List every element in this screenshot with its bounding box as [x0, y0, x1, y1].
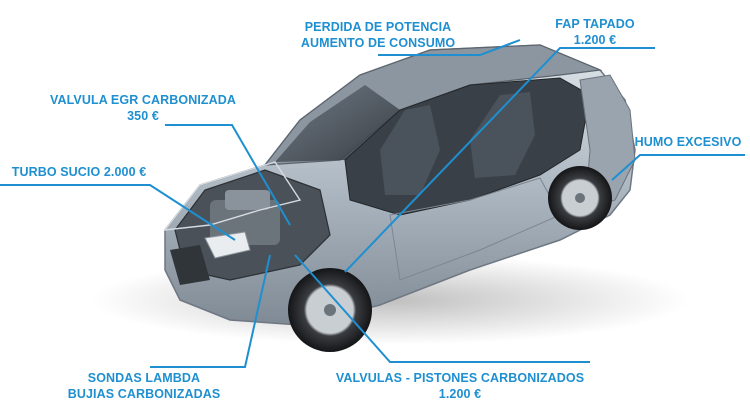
callout-egr: VALVULA EGR CARBONIZADA 350 € — [38, 92, 248, 124]
callout-egr-line2: 350 € — [127, 109, 159, 123]
callout-fap-line1: FAP TAPADO — [555, 17, 635, 31]
callout-humo-line1: HUMO EXCESIVO — [634, 135, 742, 149]
engine-block — [210, 200, 280, 245]
rear-wheel-hub — [575, 193, 585, 203]
leader-fap — [344, 47, 655, 273]
leader-sondas — [150, 254, 271, 368]
callout-valvulas: VALVULAS - PISTONES CARBONIZADOS 1.200 € — [310, 370, 610, 402]
engine-cover — [225, 190, 270, 210]
front-wheel-hub — [324, 304, 336, 316]
rear-seat — [470, 92, 535, 178]
callout-valvulas-line1: VALVULAS - PISTONES CARBONIZADOS — [335, 371, 585, 385]
callout-turbo-line1: TURBO SUCIO 2.000 € — [11, 165, 147, 179]
leader-valvulas — [294, 254, 590, 363]
front-seat — [380, 105, 440, 195]
leader-egr — [165, 124, 291, 226]
callout-sondas: SONDAS LAMBDA BUJIAS CARBONIZADAS — [38, 370, 250, 402]
callout-turbo: TURBO SUCIO 2.000 € — [0, 164, 158, 180]
callout-sondas-line1: SONDAS LAMBDA — [87, 371, 201, 385]
leader-potencia — [378, 39, 521, 56]
windshield — [275, 85, 400, 162]
headlight — [204, 231, 251, 259]
callout-potencia-line1: PERDIDA DE POTENCIA — [304, 20, 452, 34]
callout-potencia-line2: AUMENTO DE CONSUMO — [300, 36, 456, 50]
callout-fap-line2: 1.200 € — [573, 33, 617, 47]
callout-humo: HUMO EXCESIVO — [628, 134, 748, 150]
callout-potencia: PERDIDA DE POTENCIA AUMENTO DE CONSUMO — [258, 19, 498, 51]
callout-egr-line1: VALVULA EGR CARBONIZADA — [49, 93, 237, 107]
leader-humo — [611, 154, 745, 181]
callout-sondas-line2: BUJIAS CARBONIZADAS — [67, 387, 221, 401]
leader-lines — [0, 39, 745, 368]
callout-valvulas-line2: 1.200 € — [438, 387, 482, 401]
leader-turbo — [0, 184, 236, 241]
front-grille — [170, 245, 210, 285]
hood — [163, 161, 302, 231]
callout-fap: FAP TAPADO 1.200 € — [530, 16, 660, 48]
